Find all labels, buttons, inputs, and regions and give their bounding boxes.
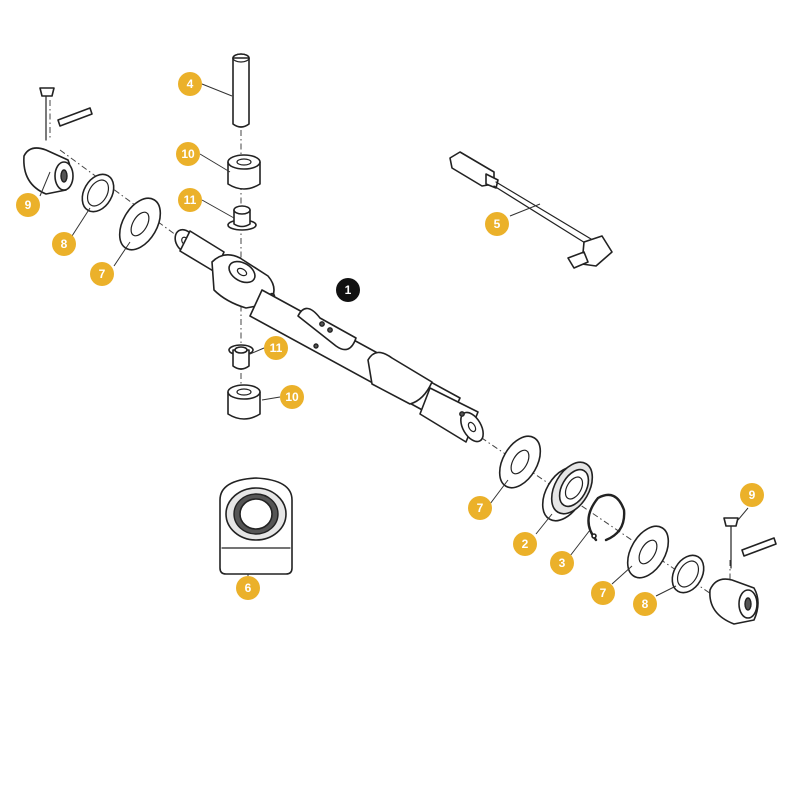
callout-marker <box>90 262 114 286</box>
callout-label: 11 <box>184 193 197 207</box>
callout-marker <box>468 496 492 520</box>
ring-right-part[interactable] <box>666 550 710 599</box>
clamp-left-part[interactable] <box>23 87 93 195</box>
callout-label: 10 <box>181 147 195 161</box>
main-shaft-part[interactable] <box>171 226 488 445</box>
callout-label: 8 <box>642 597 649 611</box>
bushing-top-part[interactable] <box>227 154 261 190</box>
callout-marker <box>16 193 40 217</box>
callout-circlip-right[interactable]: 3 <box>550 551 574 575</box>
callout-clamp-left-9[interactable]: 9 <box>16 193 40 217</box>
callout-label: 1 <box>345 283 352 297</box>
callout-pin-top[interactable]: 4 <box>178 72 202 96</box>
callout-marker <box>485 212 509 236</box>
callout-washer-left-7[interactable]: 7 <box>90 262 114 286</box>
callout-marker <box>178 72 202 96</box>
leader-lines <box>39 83 749 597</box>
callout-washer-right-7b[interactable]: 7 <box>591 581 615 605</box>
callouts: 1 2 3 4 5 6 7 7 <box>16 72 764 616</box>
sleeve-top-part[interactable] <box>227 205 257 231</box>
callout-main-assembly[interactable]: 1 <box>336 278 360 302</box>
center-lines <box>49 100 731 601</box>
callout-marker <box>591 581 615 605</box>
callout-label: 2 <box>522 537 529 551</box>
washer-right-b-part[interactable] <box>619 519 676 584</box>
callout-marker <box>264 336 288 360</box>
callout-bearing-housing[interactable]: 6 <box>236 576 260 600</box>
callout-washer-right-7a[interactable]: 7 <box>468 496 492 520</box>
callout-ring-right-8[interactable]: 8 <box>633 592 657 616</box>
callout-marker <box>513 532 537 556</box>
callout-marker <box>236 576 260 600</box>
pin-part[interactable] <box>232 53 250 128</box>
callout-ring-left-8[interactable]: 8 <box>52 232 76 256</box>
callout-bushing-top-10[interactable]: 10 <box>176 142 200 166</box>
sensor-part[interactable] <box>449 151 613 269</box>
callout-marker <box>740 483 764 507</box>
ring-left-part[interactable] <box>76 169 120 218</box>
callout-label: 4 <box>187 77 194 91</box>
callout-marker <box>550 551 574 575</box>
callout-label: 9 <box>25 198 32 212</box>
washer-right-a-part[interactable] <box>491 429 548 494</box>
callout-sleeve-bottom-11[interactable]: 11 <box>264 336 288 360</box>
callout-clamp-right-9[interactable]: 9 <box>740 483 764 507</box>
callout-bearing-right[interactable]: 2 <box>513 532 537 556</box>
callout-marker <box>633 592 657 616</box>
callout-label: 7 <box>99 267 106 281</box>
sleeve-bottom-part[interactable] <box>228 344 254 370</box>
callout-label: 10 <box>285 390 299 404</box>
bushing-bottom-part[interactable] <box>227 384 261 420</box>
callout-label: 11 <box>270 341 283 355</box>
callout-sensor[interactable]: 5 <box>485 212 509 236</box>
callout-marker <box>52 232 76 256</box>
bearing-housing-part[interactable] <box>219 477 293 575</box>
callout-label: 6 <box>245 581 252 595</box>
callout-bushing-bottom-10[interactable]: 10 <box>280 385 304 409</box>
callout-label: 7 <box>477 501 484 515</box>
callout-marker <box>178 188 202 212</box>
callout-sleeve-top-11[interactable]: 11 <box>178 188 202 212</box>
callout-marker <box>336 278 360 302</box>
circlip-part[interactable] <box>587 493 626 542</box>
callout-marker <box>176 142 200 166</box>
bearing-part[interactable] <box>534 455 601 528</box>
callout-marker <box>280 385 304 409</box>
callout-label: 3 <box>559 556 566 570</box>
callout-label: 7 <box>600 586 607 600</box>
callout-label: 5 <box>494 217 501 231</box>
callout-label: 9 <box>749 488 756 502</box>
callout-label: 8 <box>61 237 68 251</box>
clamp-right-part[interactable] <box>709 517 777 625</box>
